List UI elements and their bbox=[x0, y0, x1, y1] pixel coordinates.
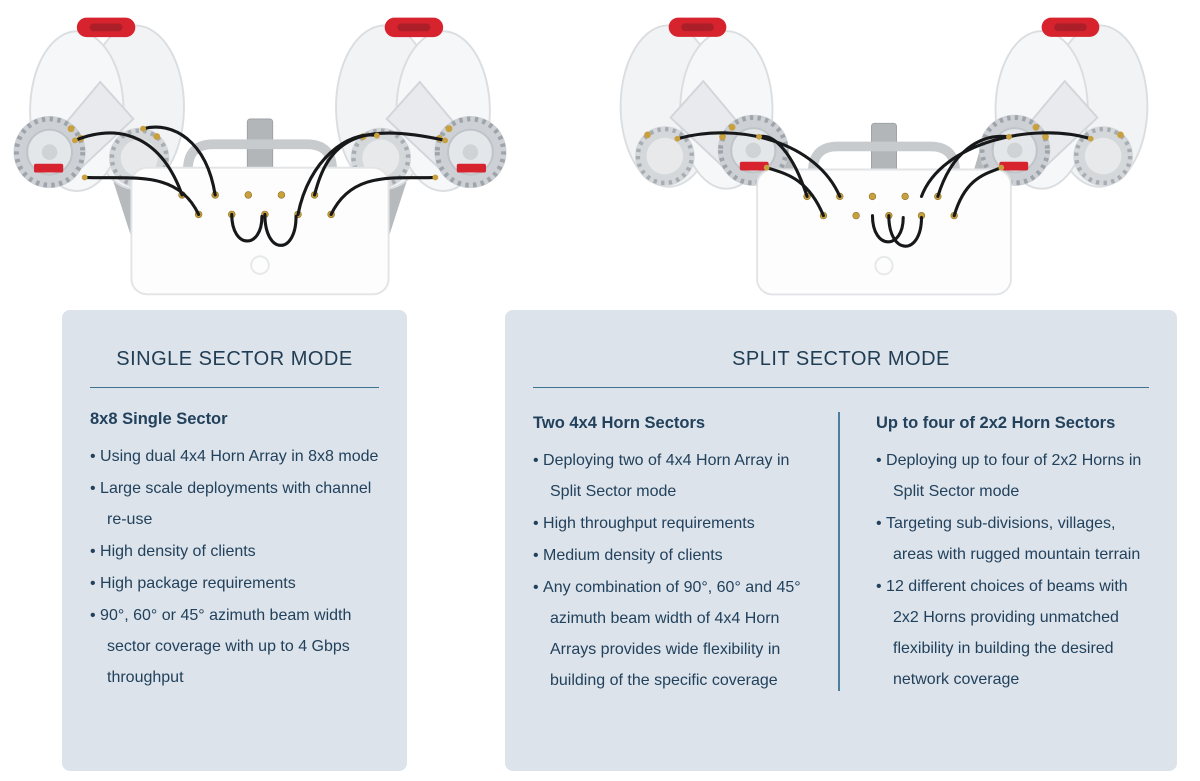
split-column-4x4: Two 4x4 Horn Sectors Deploying two of 4x… bbox=[533, 410, 826, 697]
split-sector-title: SPLIT SECTOR MODE bbox=[732, 348, 950, 370]
split-sector-columns: Two 4x4 Horn Sectors Deploying two of 4x… bbox=[533, 410, 1149, 697]
single-sector-heading: 8x8 Single Sector bbox=[90, 410, 228, 428]
single-sector-title: SINGLE SECTOR MODE bbox=[116, 348, 353, 370]
cable-end-connectors bbox=[674, 133, 1094, 171]
split-column-2x2-heading: Up to four of 2x2 Horn Sectors bbox=[876, 414, 1116, 432]
bullet-item: Any combination of 90°, 60° and 45° azim… bbox=[533, 572, 806, 696]
bullet-item: High density of clients bbox=[90, 536, 379, 567]
rf-cables bbox=[73, 125, 447, 247]
bullet-item: High throughput requirements bbox=[533, 508, 806, 539]
split-column-2x2-bullet-list: Deploying up to four of 2x2 Horns in Spl… bbox=[876, 445, 1149, 695]
bullet-item: Large scale deployments with channel re-… bbox=[90, 473, 379, 535]
cable-end-connectors bbox=[71, 125, 449, 181]
column-divider bbox=[838, 412, 840, 691]
single-sector-product-image bbox=[2, 4, 518, 296]
title-divider bbox=[533, 387, 1149, 388]
horn-pod-right bbox=[336, 18, 506, 191]
split-column-4x4-bullet-list: Deploying two of 4x4 Horn Array in Split… bbox=[533, 445, 806, 696]
bullet-item: Using dual 4x4 Horn Array in 8x8 mode bbox=[90, 441, 379, 472]
split-sector-product-image bbox=[584, 8, 1184, 296]
single-sector-card: SINGLE SECTOR MODE 8x8 Single Sector Usi… bbox=[62, 310, 407, 771]
bullet-item: Medium density of clients bbox=[533, 540, 806, 571]
split-column-4x4-heading: Two 4x4 Horn Sectors bbox=[533, 414, 706, 432]
bullet-item: Deploying up to four of 2x2 Horns in Spl… bbox=[876, 445, 1149, 507]
single-sector-bullet-list: Using dual 4x4 Horn Array in 8x8 mode La… bbox=[90, 441, 379, 693]
radio-enclosure bbox=[756, 168, 1012, 296]
rf-cables bbox=[675, 131, 1093, 248]
enclosure-logo bbox=[874, 256, 894, 276]
horn-pod-right bbox=[979, 18, 1147, 189]
bullet-item: Targeting sub-divisions, villages, areas… bbox=[876, 508, 1149, 570]
horn-pod-left bbox=[14, 18, 184, 191]
bullet-item: High package requirements bbox=[90, 568, 379, 599]
title-divider bbox=[90, 387, 379, 388]
split-column-2x2: Up to four of 2x2 Horn Sectors Deploying… bbox=[876, 410, 1149, 697]
bullet-item: 90°, 60° or 45° azimuth beam width secto… bbox=[90, 600, 379, 693]
bullet-item: 12 different choices of beams with 2x2 H… bbox=[876, 571, 1149, 695]
horn-pod-left bbox=[621, 18, 789, 189]
split-sector-card: SPLIT SECTOR MODE Two 4x4 Horn Sectors D… bbox=[505, 310, 1177, 771]
enclosure-logo bbox=[250, 255, 270, 275]
bullet-item: Deploying two of 4x4 Horn Array in Split… bbox=[533, 445, 806, 507]
